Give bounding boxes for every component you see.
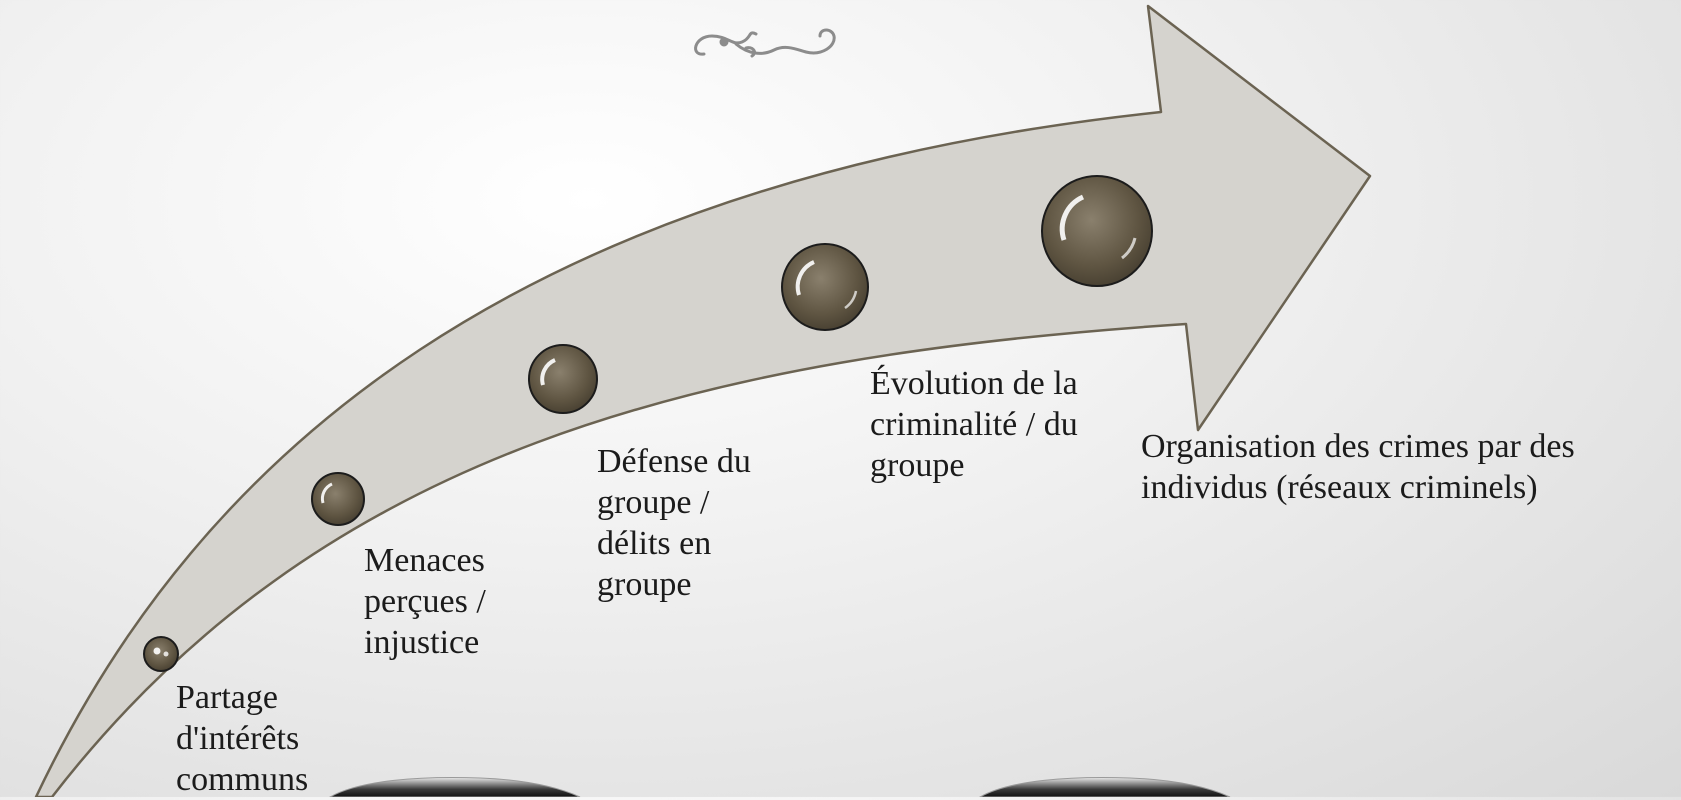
growth-arrow (34, 4, 1372, 797)
step-bead-1 (143, 636, 179, 672)
bottom-decoration-left (328, 777, 581, 797)
step-label-3: Défense du groupe / délits en groupe (597, 443, 751, 603)
step-label-1: Partage d'intérêts communs (176, 679, 309, 798)
bottom-decoration-right (978, 777, 1231, 797)
step-bead-5 (1041, 175, 1153, 287)
step-bead-2 (311, 472, 365, 526)
step-bead-4 (781, 243, 869, 331)
step-bead-3 (528, 344, 598, 414)
step-label-2: Menaces perçues / injustice (364, 542, 486, 661)
step-label-4: Évolution de la criminalité / du groupe (870, 365, 1078, 484)
step-label-5: Organisation des crimes par des individu… (1141, 428, 1575, 506)
top-ornament-rule (0, 37, 1660, 46)
flourish-ornament-icon (694, 28, 836, 58)
